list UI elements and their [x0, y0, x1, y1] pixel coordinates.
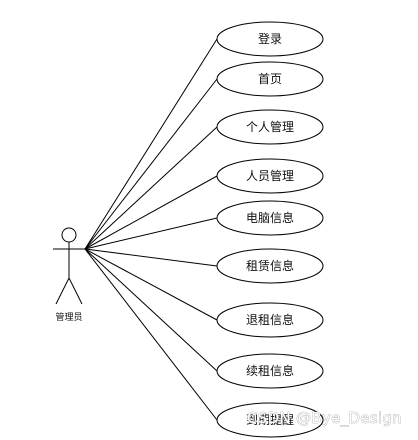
use-case-label: 电脑信息	[246, 210, 294, 225]
association-line	[84, 248, 218, 321]
use-case-ellipse	[216, 353, 324, 389]
use-case: 首页	[216, 61, 324, 97]
association-line	[84, 217, 218, 250]
use-case: 到期提醒	[216, 402, 324, 438]
use-case: 个人管理	[216, 109, 324, 145]
actor-left-leg	[55, 277, 70, 305]
use-case-ellipse	[216, 61, 324, 97]
association-line	[84, 126, 218, 250]
use-case-label: 人员管理	[246, 168, 294, 183]
actor-admin: 管理员	[53, 227, 85, 323]
actor-head	[61, 227, 77, 243]
use-case-ellipse	[216, 402, 324, 438]
use-case: 退租信息	[216, 302, 324, 338]
watermark: CSDN @Bye_Design	[247, 409, 402, 428]
use-case: 电脑信息	[216, 200, 324, 236]
use-case-label: 到期提醒	[246, 412, 294, 427]
association-line	[84, 248, 218, 421]
use-case: 续租信息	[216, 353, 324, 389]
association-line	[84, 248, 218, 372]
use-case: 登录	[216, 21, 324, 57]
use-case-ellipse	[216, 200, 324, 236]
actor-label: 管理员	[55, 311, 82, 323]
association-line	[84, 38, 218, 250]
use-case-label: 租赁信息	[246, 258, 294, 273]
use-case-ellipse	[216, 248, 324, 284]
association-line	[84, 175, 218, 250]
use-case-ellipse	[216, 109, 324, 145]
use-case-label: 退租信息	[246, 312, 294, 327]
use-case: 租赁信息	[216, 248, 324, 284]
use-case-ellipse	[216, 302, 324, 338]
association-line	[84, 78, 218, 250]
use-case-ellipse	[216, 158, 324, 194]
use-case-label: 首页	[258, 72, 282, 86]
use-case-ellipse	[216, 21, 324, 57]
use-case: 人员管理	[216, 158, 324, 194]
association-lines	[84, 38, 218, 421]
actor-right-leg	[68, 277, 83, 305]
use-case-label: 登录	[258, 31, 282, 46]
use-case-label: 续租信息	[246, 363, 294, 378]
association-line	[84, 248, 218, 267]
use-case-label: 个人管理	[246, 119, 294, 134]
